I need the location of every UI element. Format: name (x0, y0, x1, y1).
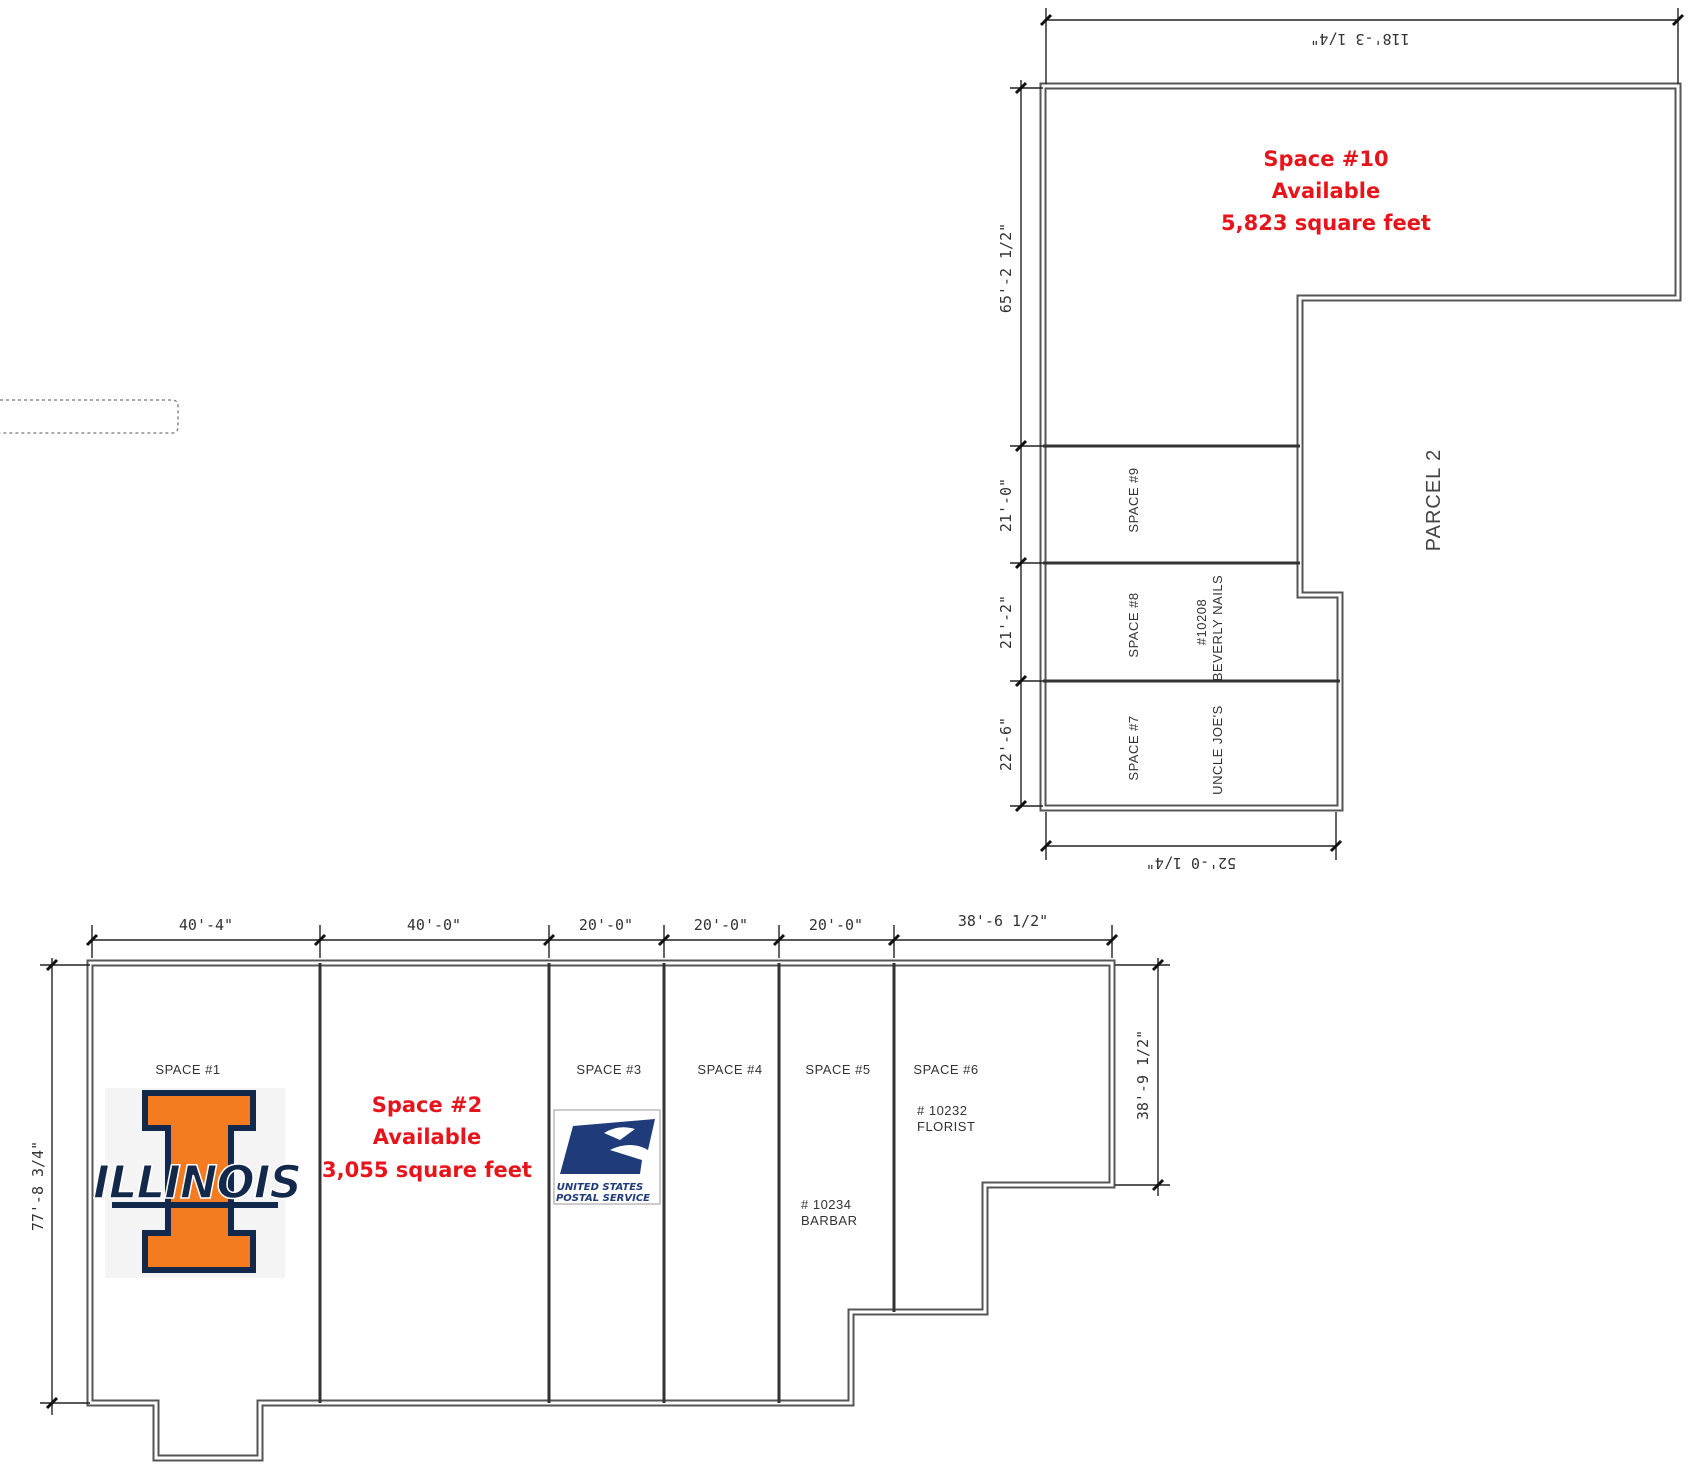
lower-left-dimension: 77'-8 3/4" (29, 958, 90, 1415)
space8-tenant: BEVERLY NAILS (1210, 575, 1225, 681)
space2-title: Space #2 (372, 1093, 483, 1117)
eagle-icon (560, 1119, 655, 1174)
upper-building (1039, 82, 1682, 812)
ghost-outline (0, 399, 179, 434)
space5-width-dim: 20'-0" (809, 916, 863, 934)
space4-width-dim: 20'-0" (694, 916, 748, 934)
upper-top-width: 118'-3 1/4" (1310, 30, 1409, 48)
usps-logo-line2: POSTAL SERVICE (556, 1193, 650, 1204)
height-space9-dim: 21'-0" (997, 478, 1015, 532)
height-space10-dim: 65'-2 1/2" (997, 223, 1015, 313)
space8-unit: #10208 (1194, 599, 1209, 645)
lower-top-dimensions: 40'-4" 40'-0" 20'-0" 20'-0" 20'-0" 38'-6… (85, 912, 1119, 958)
lower-right-dimension: 38'-9 1/2" (1115, 958, 1170, 1196)
space9-label: SPACE #9 (1126, 467, 1141, 532)
space1-label: SPACE #1 (155, 1062, 220, 1077)
space4-label: SPACE #4 (697, 1062, 762, 1077)
usps-logo: UNITED STATES POSTAL SERVICE (553, 1109, 661, 1205)
space6-width-dim: 38'-6 1/2" (958, 912, 1048, 930)
illinois-logo-text: ILLINOIS (93, 1156, 301, 1209)
space1-width-dim: 40'-4" (179, 916, 233, 934)
space3-width-dim: 20'-0" (579, 916, 633, 934)
space5-label: SPACE #5 (805, 1062, 870, 1077)
space5-unit: # 10234 (801, 1197, 852, 1212)
space7-label: SPACE #7 (1126, 715, 1141, 780)
upper-bottom-width: 52'-0 1/4" (1146, 854, 1236, 872)
space7-tenant: UNCLE JOE'S (1210, 705, 1225, 795)
space5-tenant: BARBAR (801, 1213, 857, 1228)
illinois-logo: ILLINOIS (92, 1088, 303, 1278)
space10-title: Space #10 (1263, 147, 1388, 171)
space8-label: SPACE #8 (1126, 592, 1141, 657)
space10-area: 5,823 square feet (1221, 211, 1431, 235)
parcel-label: PARCEL 2 (1423, 449, 1445, 551)
space6-tenant: FLORIST (917, 1119, 975, 1134)
lower-building (86, 959, 1116, 1462)
height-space8-dim: 21'-2" (997, 595, 1015, 649)
lower-right-height-dim: 38'-9 1/2" (1134, 1030, 1152, 1120)
upper-top-dimension: 118'-3 1/4" (1039, 8, 1685, 84)
lower-left-height-dim: 77'-8 3/4" (29, 1141, 47, 1231)
space2-status: Available (373, 1125, 481, 1149)
usps-logo-line1: UNITED STATES (557, 1182, 644, 1193)
height-space7-dim: 22'-6" (997, 717, 1015, 771)
space10-status: Available (1272, 179, 1380, 203)
upper-left-dimension: 65'-2 1/2" 21'-0" 21'-2" 22'-6" (997, 80, 1043, 813)
space2-width-dim: 40'-0" (407, 916, 461, 934)
space2-area: 3,055 square feet (322, 1158, 532, 1182)
upper-bottom-dimension: 52'-0 1/4" (1039, 812, 1343, 872)
space6-unit: # 10232 (917, 1103, 968, 1118)
space3-label: SPACE #3 (576, 1062, 641, 1077)
space6-label: SPACE #6 (913, 1062, 978, 1077)
